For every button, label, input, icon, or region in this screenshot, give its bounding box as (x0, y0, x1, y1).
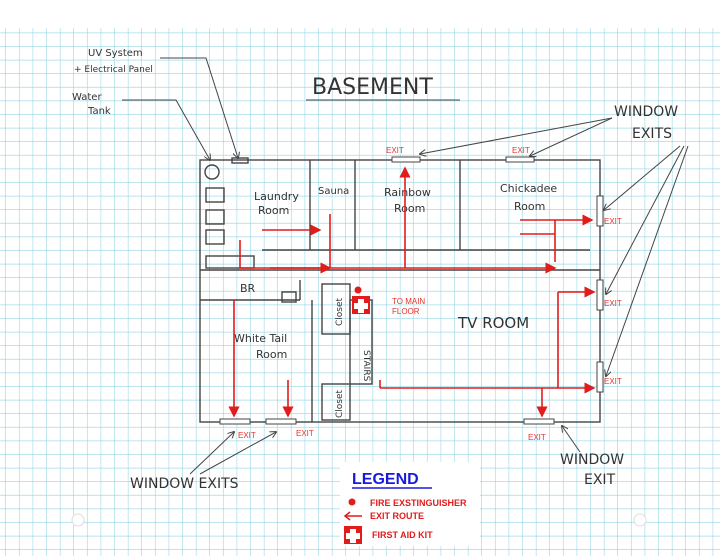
exit-route-arrow-icon (343, 511, 362, 521)
legend: LEGEND FIRE EXSTINGUISHER EXIT ROUTE FIR… (340, 462, 480, 546)
laundry-room-label-2: Room (258, 204, 289, 217)
window-exits-top-label: WINDOW (614, 104, 678, 120)
rainbow-room-label-2: Room (394, 202, 425, 215)
white-tail-room-label: White Tail (234, 332, 287, 345)
tv-room-label: TV ROOM (457, 314, 529, 332)
exit-label-rainbow: EXIT (386, 146, 404, 155)
first-aid-kit-icon (352, 296, 370, 314)
window-exit-right-label-2: EXIT (584, 472, 616, 488)
electrical-panel-label: + Electrical Panel (74, 65, 153, 75)
exit-label-bottom-2: EXIT (296, 429, 314, 438)
chickadee-room-label: Chickadee (500, 182, 557, 195)
br-label: BR (240, 282, 256, 295)
legend-item-exit-route: EXIT ROUTE (370, 511, 424, 521)
window-exits-bottom-label: WINDOW EXITS (130, 476, 239, 492)
rainbow-room-label: Rainbow (384, 186, 431, 199)
to-main-floor-label-2: FLOOR (392, 307, 420, 316)
uv-system-label: UV System (88, 48, 143, 59)
exit-label-bottom-3: EXIT (528, 433, 546, 442)
exit-label-chickadee: EXIT (512, 146, 530, 155)
legend-title: LEGEND (352, 471, 419, 488)
page-title: BASEMENT (312, 75, 433, 100)
exit-label-bottom-1: EXIT (238, 431, 256, 440)
window-exits-top-label-2: EXITS (632, 126, 672, 142)
white-tail-room-label-2: Room (256, 348, 287, 361)
water-tank-label: Water (72, 92, 102, 103)
first-aid-legend-icon (344, 526, 362, 544)
closet-top-label: Closet (335, 297, 345, 326)
water-tank-label-2: Tank (87, 106, 111, 117)
exit-label-right-1: EXIT (604, 217, 622, 226)
stairs-label: STAIRS (361, 350, 371, 382)
closet-bottom-label: Closet (335, 389, 345, 418)
exit-label-right-3: EXIT (604, 377, 622, 386)
fire-extinguisher-legend-icon (348, 498, 356, 506)
fire-extinguisher-icon (354, 286, 362, 294)
window-exit-right-label: WINDOW (560, 452, 624, 468)
sauna-label: Sauna (318, 186, 349, 197)
laundry-room-label: Laundry (254, 190, 299, 203)
to-main-floor-label: TO MAIN (392, 297, 425, 306)
legend-item-first-aid-kit: FIRST AID KIT (372, 530, 433, 540)
floor-plan-walls (199, 156, 604, 425)
exit-label-right-2: EXIT (604, 299, 622, 308)
exit-routes (228, 166, 596, 418)
legend-item-fire-extinguisher: FIRE EXSTINGUISHER (370, 498, 467, 508)
chickadee-room-label-2: Room (514, 200, 545, 213)
